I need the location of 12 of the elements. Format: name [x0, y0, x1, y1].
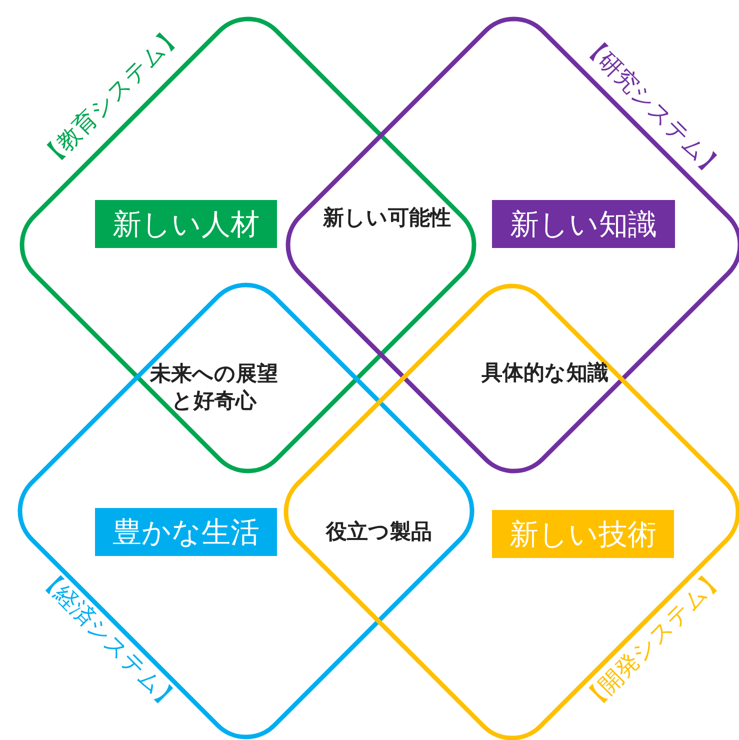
result-box: 新しい知識 [492, 200, 675, 248]
overlap-label: 具体的な知識 [482, 359, 608, 386]
result-box: 新しい人材 [95, 200, 277, 248]
overlap-label: 新しい可能性 [323, 204, 451, 232]
overlap-label: 未来への展望と好奇心 [148, 360, 279, 415]
overlap-label: 役立つ製品 [326, 518, 432, 546]
system-heading: 【教育システム】 [37, 22, 187, 172]
result-box: 豊かな生活 [95, 508, 277, 556]
system-heading: 【経済システム】 [33, 565, 183, 715]
system-heading: 【研究システム】 [577, 32, 727, 182]
system-heading: 【開発システム】 [579, 565, 729, 715]
result-box: 新しい技術 [492, 510, 674, 558]
